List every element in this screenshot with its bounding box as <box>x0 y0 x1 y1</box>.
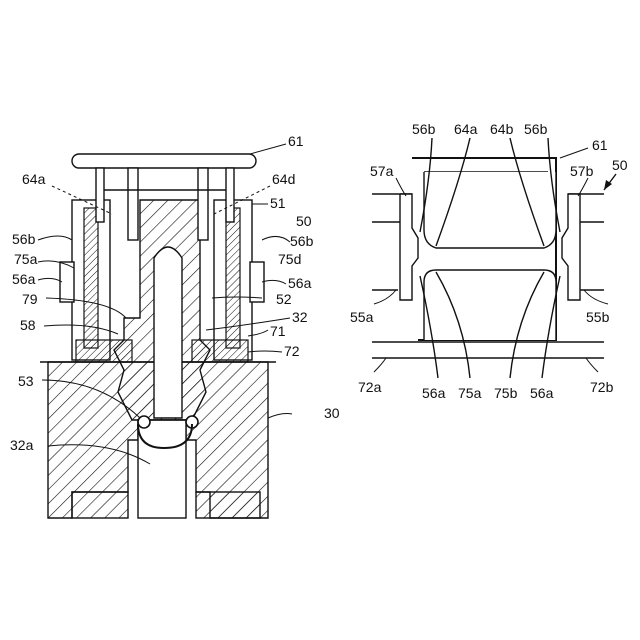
rod-4 <box>226 168 234 222</box>
label-72: 72 <box>284 343 300 359</box>
label-53: 53 <box>18 373 34 389</box>
label-55a: 55a <box>350 309 374 325</box>
top-cap <box>72 154 256 168</box>
label-61: 61 <box>288 133 304 149</box>
pin <box>154 247 182 418</box>
label-61: 61 <box>592 137 608 153</box>
label-56b-left: 56b <box>412 121 436 137</box>
label-30: 30 <box>324 405 340 421</box>
rod-3 <box>198 168 208 240</box>
rod-2 <box>128 168 138 240</box>
label-64a: 64a <box>22 171 46 187</box>
label-56a-right: 56a <box>288 275 312 291</box>
label-56a-left: 56a <box>422 385 446 401</box>
label-56b-left: 56b <box>12 231 36 247</box>
label-75b: 75b <box>494 385 518 401</box>
label-64b: 64b <box>490 121 514 137</box>
label-72a: 72a <box>358 379 382 395</box>
lower-inner <box>424 270 556 340</box>
rod-1 <box>96 168 104 222</box>
left-view: 61 64a 64d 51 50 56b 56b 75a 75d 56a 56a… <box>10 133 340 518</box>
base-flange-left <box>72 492 128 518</box>
bracket-left <box>60 262 74 302</box>
label-56b-right: 56b <box>290 233 314 249</box>
label-56a-left: 56a <box>12 271 36 287</box>
label-51: 51 <box>270 195 286 211</box>
label-50: 50 <box>296 213 312 229</box>
label-56b-right: 56b <box>524 121 548 137</box>
label-58: 58 <box>20 317 36 333</box>
label-52: 52 <box>276 291 292 307</box>
label-55b: 55b <box>586 309 610 325</box>
label-32a: 32a <box>10 437 34 453</box>
label-75a: 75a <box>14 251 38 267</box>
label-72b: 72b <box>590 379 614 395</box>
label-50: 50 <box>612 157 628 173</box>
right-wall <box>562 194 580 300</box>
label-71: 71 <box>270 323 286 339</box>
label-56a-right: 56a <box>530 385 554 401</box>
label-75d: 75d <box>278 251 301 267</box>
label-79: 79 <box>22 291 38 307</box>
label-75a: 75a <box>458 385 482 401</box>
label-64d: 64d <box>272 171 295 187</box>
upper-inner <box>424 172 556 248</box>
bracket-right <box>250 262 264 302</box>
right-view: 56b 64a 64b 56b 61 50 57a 57b 55a 55b 72… <box>350 121 628 401</box>
label-64a: 64a <box>454 121 478 137</box>
label-57b: 57b <box>570 163 594 179</box>
base-flange-right <box>196 492 260 518</box>
label-32: 32 <box>292 309 308 325</box>
bore <box>138 420 186 518</box>
left-wall <box>400 194 418 300</box>
label-57a: 57a <box>370 163 394 179</box>
